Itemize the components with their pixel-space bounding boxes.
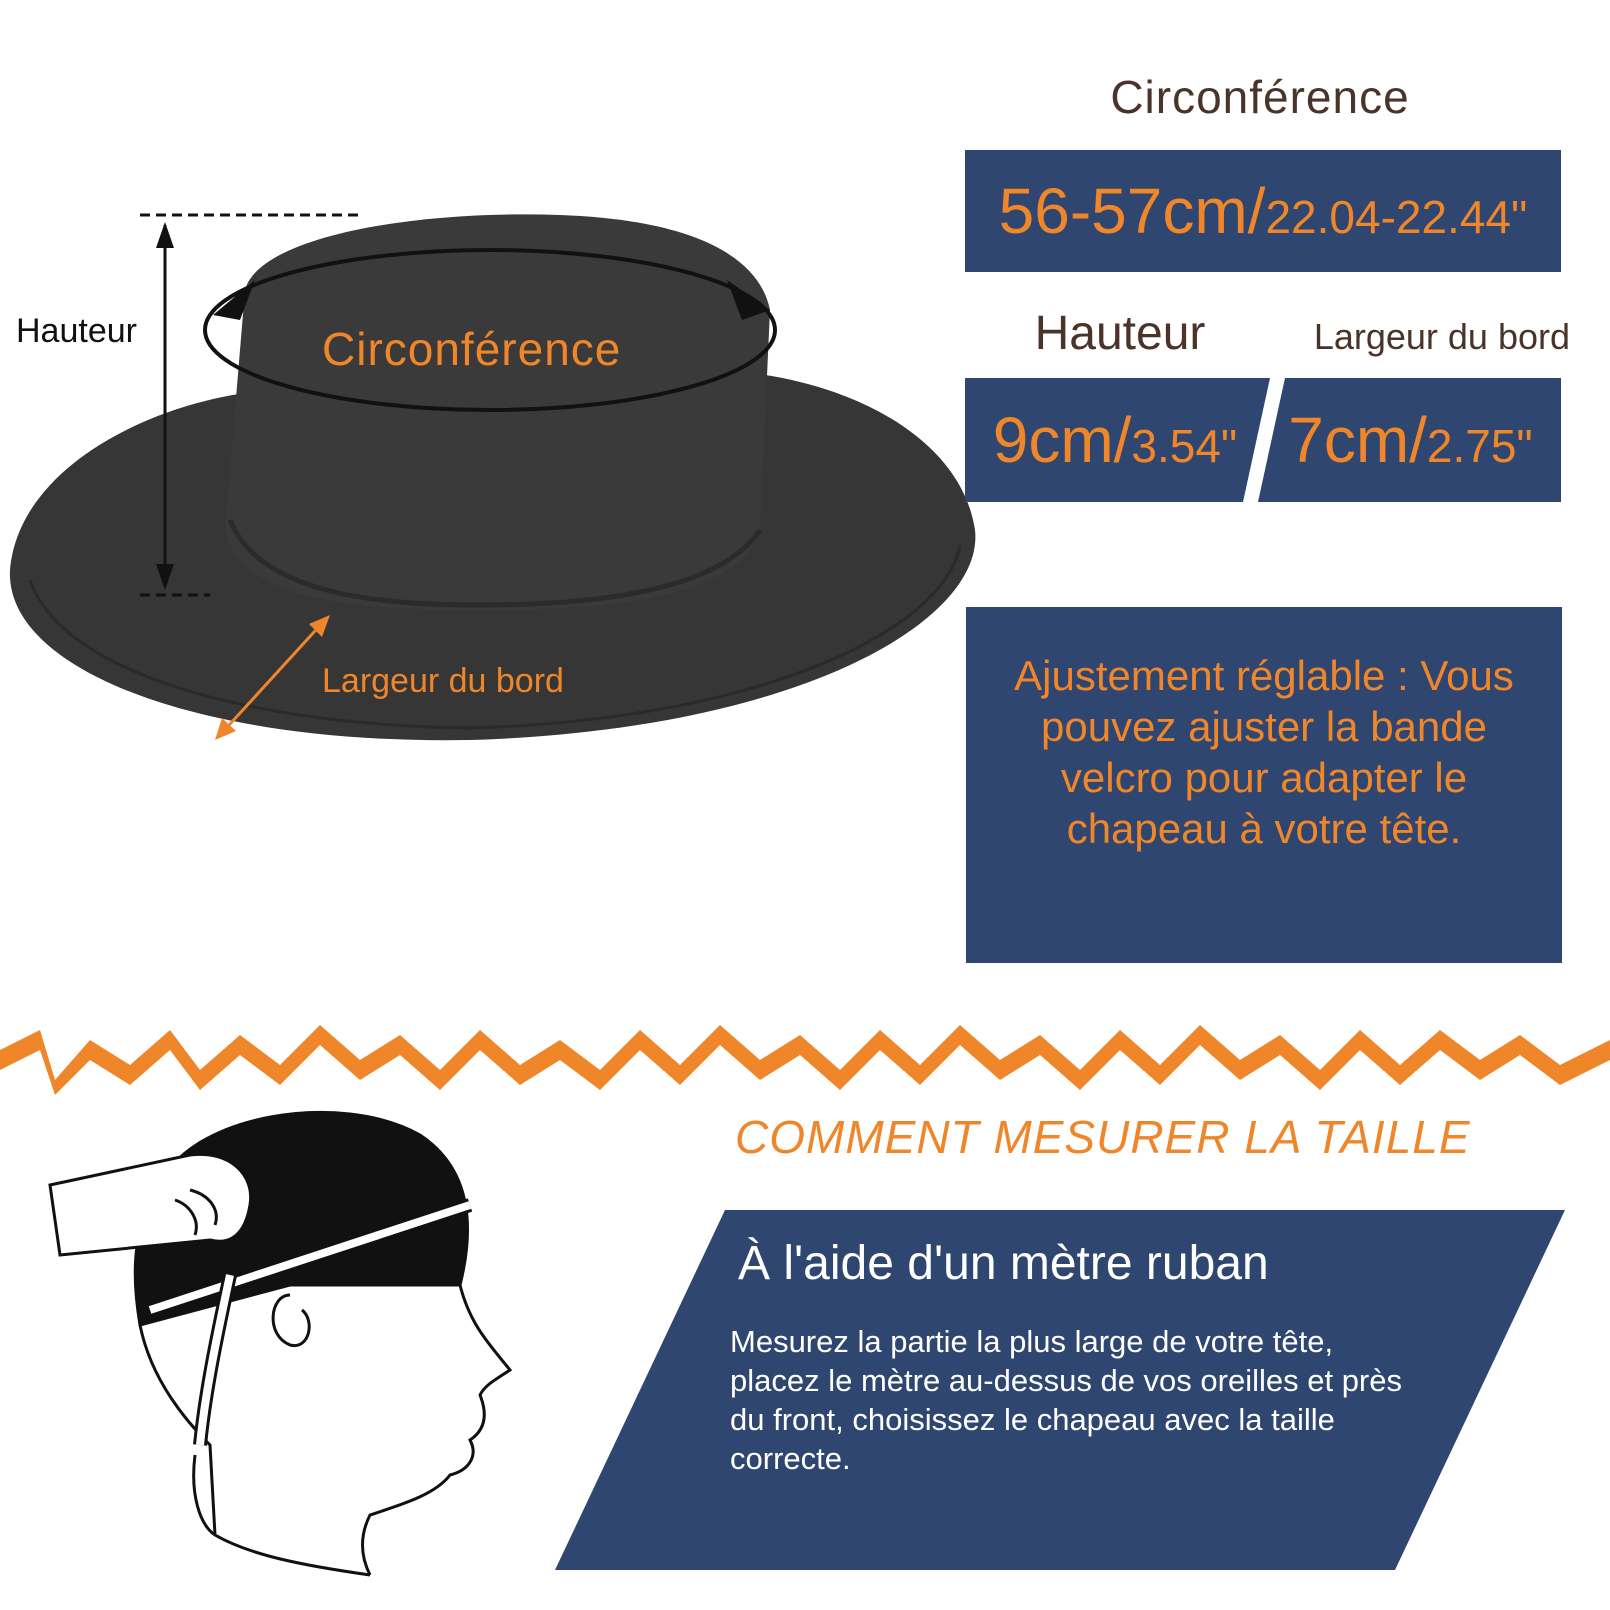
height-label: Hauteur [16,312,137,350]
brim-value: 7cm/2.75" [1260,378,1561,502]
height-heading: Hauteur [1034,307,1206,360]
circumference-label: Circonférence [322,323,622,375]
brim-heading: Largeur du bord [1313,316,1570,357]
head-measuring-icon [48,1110,513,1577]
adjustment-text: Ajustement réglable : Vous pouvez ajuste… [1014,652,1514,852]
height-in: 3.54" [1131,420,1238,472]
circumference-in: 22.04-22.44" [1265,191,1528,243]
head-measuring-illustration [48,1110,513,1577]
height-value: 9cm/3.54" [965,378,1265,502]
circumference-value: 56-57cm/22.04-22.44" [965,150,1561,272]
adjustment-box [966,607,1562,963]
howto-heading: COMMENT MESURER LA TAILLE [735,1111,1471,1163]
spec-boxes [965,378,1561,502]
circumference-heading: Circonférence [1110,71,1410,123]
zigzag-divider [0,1025,1610,1095]
howto-panel [555,1210,1565,1570]
hat-icon [9,213,976,741]
hat-illustration [9,213,976,741]
brim-width-label: Largeur du bord [322,662,564,700]
brim-in: 2.75" [1426,420,1533,472]
brim-box [1258,378,1561,502]
height-cm: 9cm/ [992,404,1132,476]
howto-text: Mesurez la partie la plus large de votre… [730,1324,1402,1476]
height-box [965,378,1270,502]
brim-cm: 7cm/ [1288,404,1427,476]
circumference-cm: 56-57cm/ [998,175,1266,247]
howto-subtitle: À l'aide d'un mètre ruban [738,1237,1269,1290]
circumference-box [965,150,1561,272]
